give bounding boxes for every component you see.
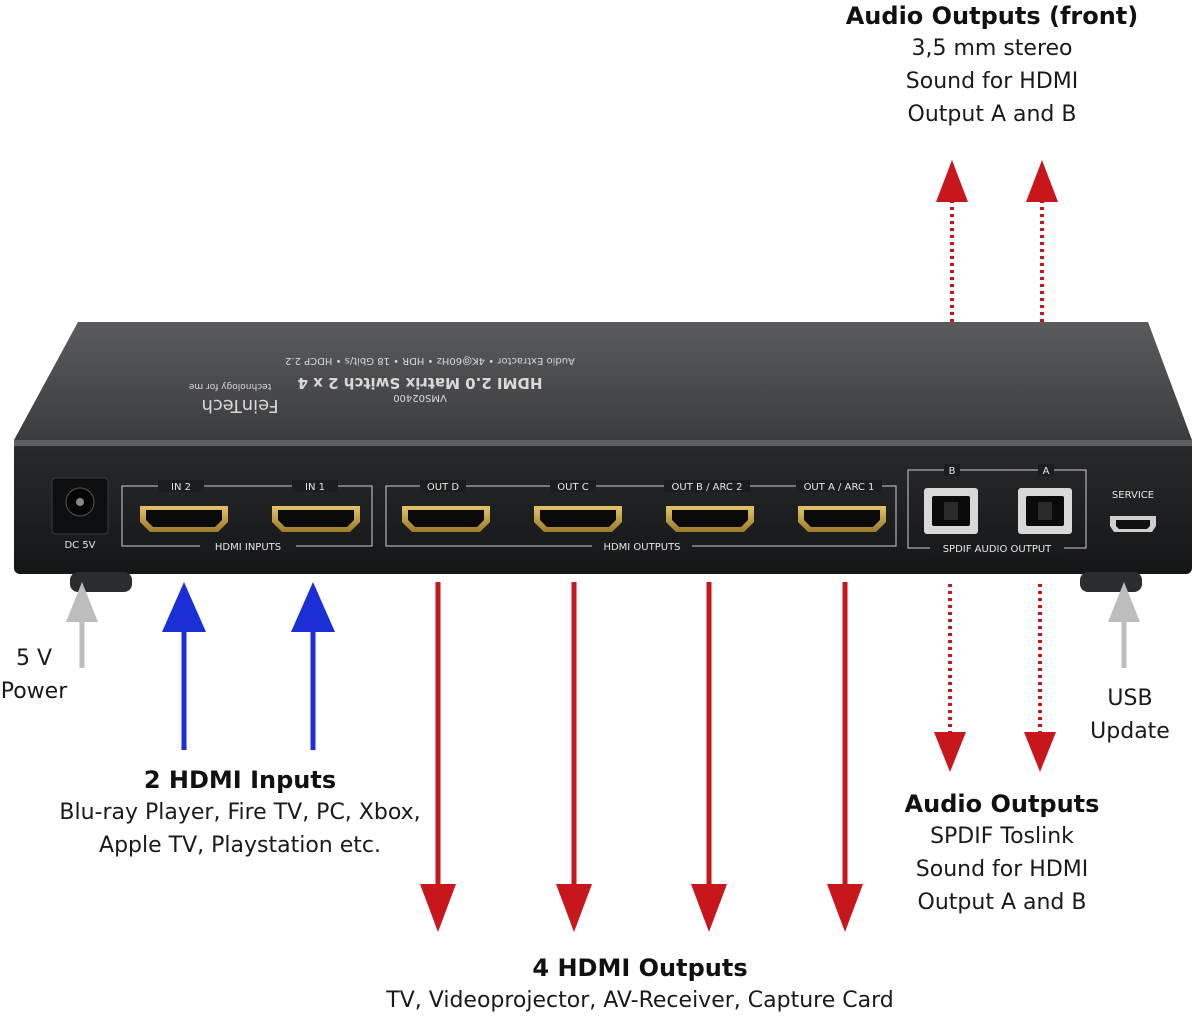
arrow-output-b: [691, 582, 727, 932]
hdmi-input-port-in1[interactable]: [272, 506, 360, 532]
spdif-label-a: A: [1043, 466, 1050, 477]
callout-hdmi-outputs-title: 4 HDMI Outputs: [532, 954, 748, 982]
callout-audio-front-line: Output A and B: [907, 102, 1077, 127]
input-label-in2: IN 2: [171, 482, 191, 493]
callout-hdmi-inputs-line: Apple TV, Playstation etc.: [99, 833, 381, 858]
hdmi-output-port-d[interactable]: [402, 506, 490, 532]
device-top-lid: [14, 322, 1192, 440]
callout-hdmi-outputs-line: TV, Videoprojector, AV-Receiver, Capture…: [386, 988, 894, 1013]
hdmi-input-port-in2[interactable]: [140, 506, 228, 532]
lid-features: Audio Extractor • 4K@60Hz • HDR • 18 Gbi…: [285, 355, 575, 366]
callout-audio-front-line: 3,5 mm stereo: [911, 36, 1073, 61]
arrow-power: [66, 582, 98, 668]
callout-audio-front-title: Audio Outputs (front): [845, 2, 1139, 30]
arrow-spdif-a: [1024, 584, 1056, 772]
callout-power-line: Power: [0, 679, 68, 704]
callout-audio-spdif-line: SPDIF Toslink: [930, 824, 1074, 849]
arrow-audio-front-a: [1026, 160, 1058, 322]
lid-tagline: technology for me: [188, 381, 271, 391]
callout-hdmi-inputs-title: 2 HDMI Inputs: [143, 766, 337, 794]
arrow-output-c: [556, 582, 592, 932]
spdif-label-b: B: [949, 466, 956, 477]
device-foot-left: [70, 572, 132, 592]
arrow-spdif-b: [934, 584, 966, 772]
spdif-group-label: SPDIF AUDIO OUTPUT: [943, 544, 1052, 555]
arrow-usb: [1108, 582, 1140, 668]
callout-audio-front: Audio Outputs (front) 3,5 mm stereo Soun…: [842, 0, 1142, 131]
output-label-b: OUT B / ARC 2: [672, 482, 743, 493]
arrow-output-d: [420, 582, 456, 932]
arrow-audio-front-b: [936, 160, 968, 322]
usb-service-port[interactable]: [1110, 516, 1156, 532]
callout-audio-front-line: Sound for HDMI: [905, 69, 1079, 94]
lid-brand: FeinTech: [201, 395, 278, 416]
callout-hdmi-inputs-line: Blu-ray Player, Fire TV, PC, Xbox,: [59, 800, 421, 825]
callout-audio-spdif-line: Sound for HDMI: [915, 857, 1089, 882]
service-label: SERVICE: [1112, 490, 1154, 501]
callout-hdmi-outputs: 4 HDMI Outputs TV, Videoprojector, AV-Re…: [330, 952, 950, 1017]
hdmi-output-port-c[interactable]: [534, 506, 622, 532]
output-label-a: OUT A / ARC 1: [804, 482, 875, 493]
arrow-input-in2: [162, 582, 206, 750]
inputs-group-label: HDMI INPUTS: [215, 542, 281, 553]
callout-usb-line: USB: [1107, 686, 1153, 711]
output-label-c: OUT C: [557, 482, 588, 493]
outputs-group-label: HDMI OUTPUTS: [603, 542, 680, 553]
lid-product-name: HDMI 2.0 Matrix Switch 2 x 4: [298, 374, 543, 392]
dc-label: DC 5V: [64, 540, 95, 551]
callout-hdmi-inputs: 2 HDMI Inputs Blu-ray Player, Fire TV, P…: [40, 764, 440, 862]
callout-audio-spdif-title: Audio Outputs: [904, 790, 1100, 818]
toslink-port-a[interactable]: [1018, 488, 1072, 534]
arrow-output-a: [827, 582, 863, 932]
callout-usb: USB Update: [1080, 682, 1180, 748]
toslink-port-b[interactable]: [924, 488, 978, 534]
device-foot-right: [1080, 572, 1142, 592]
output-label-d: OUT D: [427, 482, 459, 493]
arrow-input-in1: [291, 582, 335, 750]
callout-power-line: 5 V: [15, 646, 53, 671]
hdmi-output-port-a[interactable]: [798, 506, 886, 532]
lid-model: VMS02400: [393, 392, 447, 403]
callout-power: 5 V Power: [0, 642, 68, 708]
hdmi-output-port-b[interactable]: [666, 506, 754, 532]
input-label-in1: IN 1: [305, 482, 325, 493]
callout-usb-line: Update: [1090, 719, 1170, 744]
callout-audio-spdif: Audio Outputs SPDIF Toslink Sound for HD…: [872, 788, 1132, 919]
callout-audio-spdif-line: Output A and B: [917, 890, 1087, 915]
